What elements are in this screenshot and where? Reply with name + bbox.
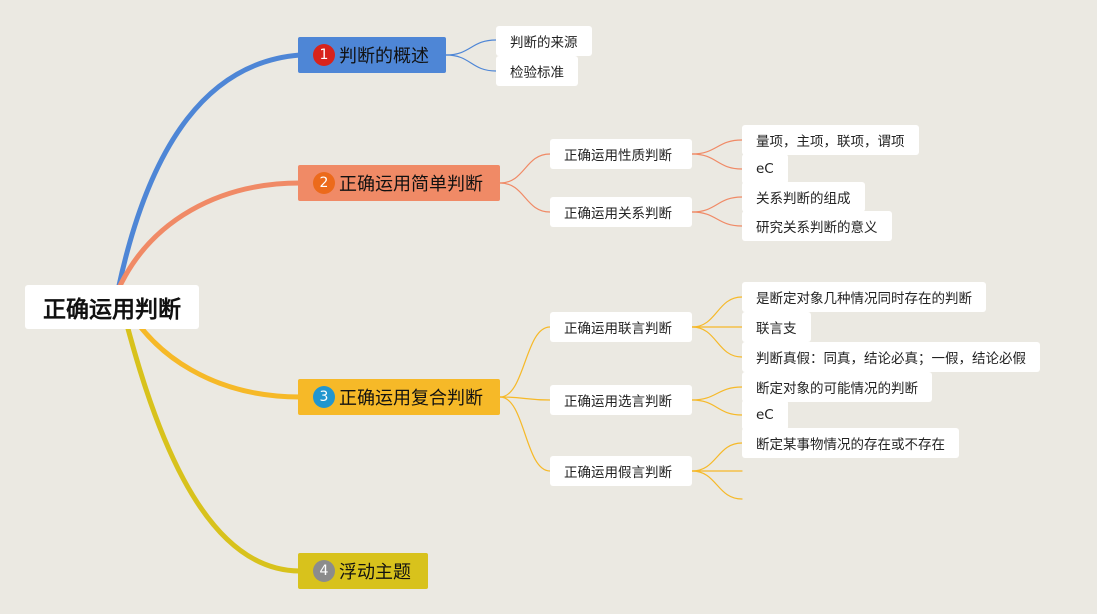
leaf-disjunctive-definition[interactable]: 断定对象的可能情况的判断 bbox=[742, 372, 932, 402]
subtopic-hypothetical-judgment[interactable]: 正确运用假言判断 bbox=[550, 456, 692, 486]
root-to-topic-4-line bbox=[115, 287, 303, 574]
number-badge-2-icon: 2 bbox=[313, 172, 335, 194]
subtopic-to-leaf-line bbox=[691, 326, 743, 358]
root-to-topic-1-line bbox=[115, 52, 303, 293]
number-badge-3-icon: 3 bbox=[313, 386, 335, 408]
number-badge-4-icon: 4 bbox=[313, 560, 335, 582]
subtopic-to-leaf-line bbox=[691, 442, 743, 472]
leaf-ec[interactable]: eC bbox=[742, 400, 788, 430]
root-to-topic-2-line bbox=[115, 180, 303, 293]
topic-label: 判断的概述 bbox=[339, 46, 429, 67]
leaf-relation-composition[interactable]: 关系判断的组成 bbox=[742, 182, 865, 212]
subtopic-to-leaf-line bbox=[691, 399, 743, 416]
topic-judgment-overview[interactable]: 1 判断的概述 bbox=[298, 37, 446, 73]
topic-label: 正确运用复合判断 bbox=[339, 388, 483, 409]
subtopic-to-leaf-line bbox=[691, 296, 743, 328]
subtopic-to-leaf-line bbox=[691, 211, 743, 227]
subtopic-relation-judgment[interactable]: 正确运用关系判断 bbox=[550, 197, 692, 227]
leaf-truth-value[interactable]: 判断真假：同真，结论必真；一假，结论必假 bbox=[742, 342, 1040, 372]
topic-simple-judgment[interactable]: 2 正确运用简单判断 bbox=[298, 165, 500, 201]
subtopic-to-leaf-line bbox=[691, 153, 743, 170]
topic-label: 正确运用简单判断 bbox=[339, 174, 483, 195]
number-badge-1-icon: 1 bbox=[313, 44, 335, 66]
subtopic-to-leaf-line bbox=[691, 196, 743, 213]
leaf-hypothetical-definition[interactable]: 断定某事物情况的存在或不存在 bbox=[742, 428, 959, 458]
subtopic-to-empty-leaf-line bbox=[691, 470, 743, 500]
topic-3-to-subtopic-line bbox=[499, 396, 551, 401]
leaf-conjunctive-definition[interactable]: 是断定对象几种情况同时存在的判断 bbox=[742, 282, 986, 312]
leaf-terms[interactable]: 量项，主项，联项，谓项 bbox=[742, 125, 919, 155]
subtopic-to-leaf-line bbox=[691, 386, 743, 401]
topic-1-to-leaf-line bbox=[445, 39, 497, 56]
topic-floating[interactable]: 4 浮动主题 bbox=[298, 553, 428, 589]
leaf-relation-significance[interactable]: 研究关系判断的意义 bbox=[742, 211, 892, 241]
leaf-judgment-source[interactable]: 判断的来源 bbox=[496, 26, 592, 56]
topic-compound-judgment[interactable]: 3 正确运用复合判断 bbox=[298, 379, 500, 415]
topic-2-to-subtopic-line bbox=[499, 182, 551, 213]
topic-3-to-subtopic-line bbox=[499, 396, 551, 472]
topic-3-to-subtopic-line bbox=[499, 326, 551, 398]
subtopic-conjunctive-judgment[interactable]: 正确运用联言判断 bbox=[550, 312, 692, 342]
topic-2-to-subtopic-line bbox=[499, 153, 551, 184]
subtopic-property-judgment[interactable]: 正确运用性质判断 bbox=[550, 139, 692, 169]
leaf-ec[interactable]: eC bbox=[742, 154, 788, 184]
subtopic-disjunctive-judgment[interactable]: 正确运用选言判断 bbox=[550, 385, 692, 415]
central-topic[interactable]: 正确运用判断 bbox=[25, 285, 199, 329]
subtopic-to-leaf-line bbox=[691, 139, 743, 155]
leaf-test-standard[interactable]: 检验标准 bbox=[496, 56, 578, 86]
leaf-conjuncts[interactable]: 联言支 bbox=[742, 312, 811, 342]
topic-1-to-leaf-line bbox=[445, 54, 497, 72]
topic-label: 浮动主题 bbox=[339, 562, 411, 583]
